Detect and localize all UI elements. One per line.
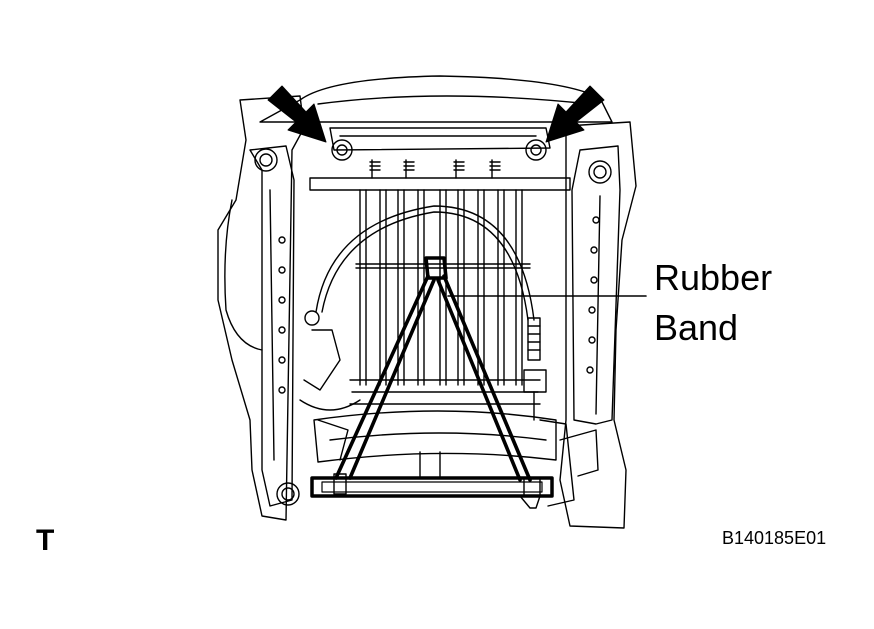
rubber-band [334, 256, 532, 482]
lower-crossbar-outer [310, 476, 554, 498]
callout-label-band: Band [654, 307, 739, 348]
seat-back-top-inner [317, 95, 591, 105]
figure-id: B140185E01 [722, 528, 827, 548]
left-bolster [217, 95, 305, 521]
callout-label-rubber: Rubber [654, 257, 773, 298]
upper-springs [369, 159, 501, 179]
right-bolster [559, 121, 637, 529]
arrow-right-top-icon [545, 85, 605, 143]
view-code: T [36, 524, 55, 557]
right-nut [525, 139, 547, 161]
arrow-left-top-icon [267, 85, 327, 143]
lumbar-cable [315, 205, 535, 321]
upper-cross-member [329, 127, 551, 151]
left-nut [331, 139, 353, 161]
seat-bottom-frame [313, 410, 557, 463]
right-frame-rail [571, 145, 621, 425]
